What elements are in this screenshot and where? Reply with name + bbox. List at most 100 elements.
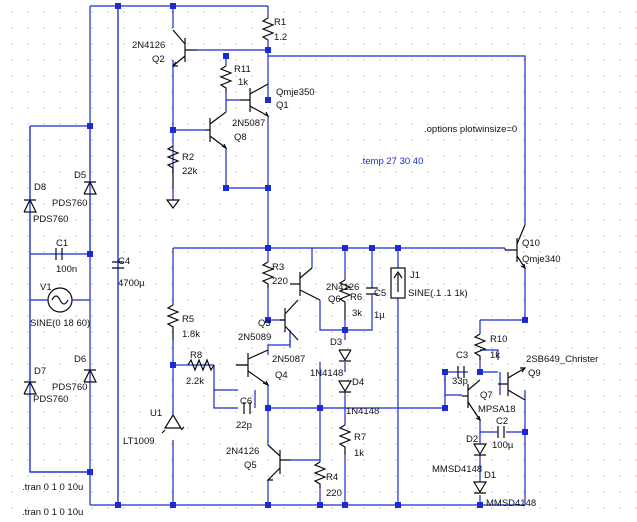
directive-options: .options plotwinsize=0	[424, 124, 517, 135]
capacitor-c1[interactable]	[55, 248, 63, 260]
label-d6-ref: D6	[74, 354, 86, 365]
label-q1-ref: Q1	[276, 100, 289, 111]
label-d8-model: PDS760	[33, 214, 68, 225]
transistor-q6[interactable]	[290, 267, 321, 301]
capacitor-c4[interactable]	[112, 261, 124, 269]
diode-d2[interactable]	[472, 432, 488, 456]
label-d4-ref: D4	[352, 377, 364, 388]
label-r11-ref: R11	[234, 64, 251, 75]
label-c2-ref: C2	[496, 416, 508, 427]
label-q8-ref: Q8	[234, 132, 247, 143]
reference-u1[interactable]	[161, 413, 185, 434]
resistor-r3[interactable]	[261, 261, 275, 288]
label-q10-ref: Q10	[522, 238, 540, 249]
resistor-r11[interactable]	[219, 65, 233, 92]
resistor-r1[interactable]	[261, 17, 275, 41]
label-v1-ref: V1	[40, 282, 52, 293]
capacitor-c3[interactable]	[457, 366, 465, 378]
label-q8-model: 2N5087	[232, 118, 265, 129]
label-r7-ref: R7	[354, 432, 366, 443]
resistor-r6[interactable]	[338, 279, 352, 320]
label-q10-model: Qmje340	[522, 254, 561, 265]
transistor-q3[interactable]	[280, 299, 299, 341]
diode-d8[interactable]	[23, 190, 37, 254]
label-c5-value: 1µ	[374, 310, 385, 321]
label-d3-ref: D3	[330, 337, 342, 348]
label-c4-value: 4700µ	[118, 278, 145, 289]
label-r3-value: 220	[272, 276, 288, 287]
label-c3-value: 33p	[452, 376, 468, 387]
label-d4-model: 1N4148	[346, 406, 379, 417]
transistor-q2[interactable]	[171, 29, 197, 67]
diode-d7[interactable]	[23, 300, 37, 472]
resistor-r5[interactable]	[166, 304, 180, 340]
label-q5-model: 2N4126	[226, 446, 259, 457]
diode-d4[interactable]	[337, 380, 353, 393]
transistor-q9[interactable]	[498, 367, 527, 401]
label-q4-model: 2N5087	[272, 354, 305, 365]
label-r6-value: 3k	[352, 308, 362, 319]
resistor-r7[interactable]	[338, 424, 352, 455]
label-c5-ref: C5	[374, 288, 386, 299]
transistor-q10[interactable]	[505, 224, 526, 270]
label-q9-ref: Q9	[528, 368, 541, 379]
label-r2-value: 22k	[182, 166, 198, 177]
label-d6-model: PDS760	[52, 382, 87, 393]
label-u1-model: LT1009	[123, 436, 155, 447]
label-r1-value: 1.2	[274, 32, 287, 43]
label-r7-value: 1k	[354, 448, 364, 459]
voltage-source-v1[interactable]	[30, 287, 90, 313]
transistor-q4[interactable]	[236, 349, 270, 387]
label-q7-ref: Q7	[480, 390, 493, 401]
label-u1-ref: U1	[150, 408, 162, 419]
diode-d3[interactable]	[338, 349, 352, 362]
label-r5-ref: R5	[182, 314, 194, 325]
label-d8-ref: D8	[34, 182, 46, 193]
label-d5-ref: D5	[74, 170, 86, 181]
label-q5-ref: Q5	[244, 460, 257, 471]
label-d1-model: MMSD4148	[486, 498, 536, 509]
label-d2-ref: D2	[466, 434, 478, 445]
label-d1-ref: D1	[484, 470, 496, 481]
junction-dots	[87, 3, 528, 508]
label-d2-model: MMSD4148	[432, 464, 482, 475]
label-r4-value: 220	[326, 488, 342, 499]
label-c3-ref: C3	[456, 350, 468, 361]
resistor-r2[interactable]	[166, 145, 180, 188]
resistor-r8[interactable]	[187, 358, 215, 372]
label-j1-value: SINE(.1 .1 1k)	[408, 288, 468, 299]
transistor-q7[interactable]	[462, 379, 481, 422]
label-q6-ref: Q6	[328, 294, 341, 305]
label-q3-ref: Q3	[258, 318, 271, 329]
diode-d6[interactable]	[83, 368, 97, 383]
label-r5-value: 1.8k	[182, 329, 200, 340]
label-c6-value: 22p	[236, 420, 252, 431]
resistor-r10[interactable]	[473, 333, 487, 360]
resistor-r4[interactable]	[313, 461, 327, 488]
directive-temp: .temp 27 30 40	[360, 156, 423, 167]
label-r1-ref: R1	[274, 17, 286, 28]
diode-d5[interactable]	[83, 180, 97, 254]
label-j1-ref: J1	[410, 270, 420, 281]
diode-d1[interactable]	[472, 470, 488, 494]
transistor-q5[interactable]	[266, 444, 290, 481]
capacitor-c2[interactable]	[497, 426, 505, 438]
label-r6-ref: R6	[350, 292, 362, 303]
label-q1-model: Qmje350	[276, 87, 315, 98]
label-c6-ref: C6	[240, 396, 252, 407]
label-r8-ref: R8	[190, 350, 202, 361]
transistor-q8[interactable]	[205, 111, 228, 150]
label-r2-ref: R2	[182, 152, 194, 163]
label-c2-value: 100µ	[492, 440, 514, 451]
capacitor-c5[interactable]	[366, 287, 378, 302]
label-r8-value: 2.2k	[186, 376, 204, 387]
label-q9-model: 2SB649_Christer	[526, 354, 598, 365]
current-source-j1[interactable]	[390, 267, 406, 299]
label-q6-model: 2N4126	[326, 282, 359, 293]
capacitor-c6[interactable]	[243, 402, 251, 414]
label-q4-ref: Q4	[275, 370, 288, 381]
transistor-q1[interactable]	[240, 83, 270, 118]
label-d7-model: PDS760	[33, 394, 68, 405]
